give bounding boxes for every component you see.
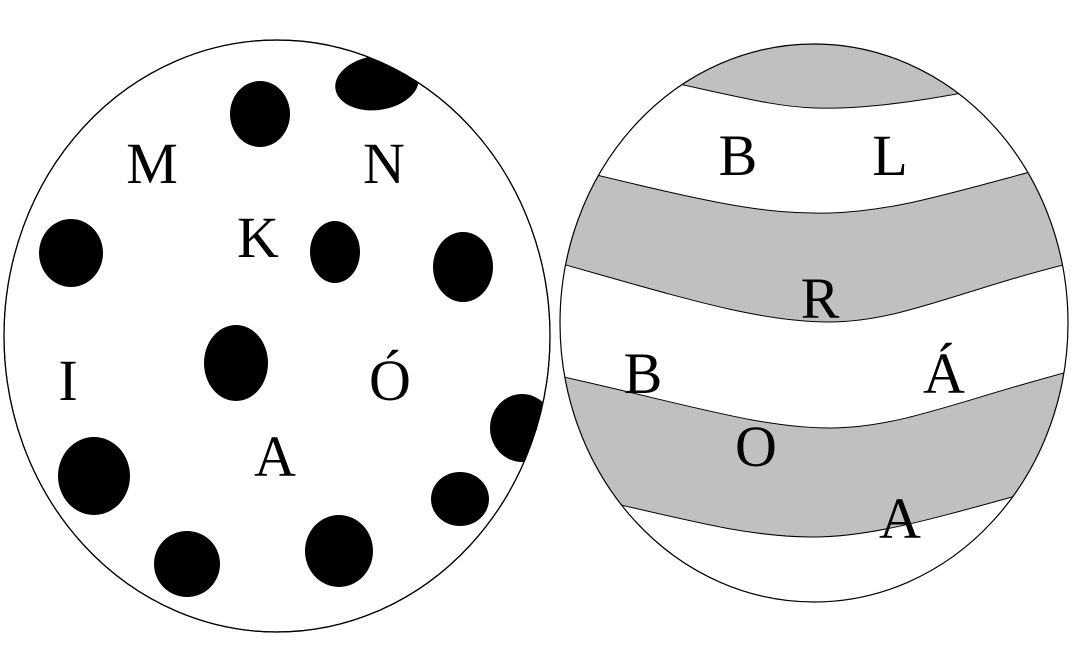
left-ball-dots	[39, 55, 550, 597]
right-letter-l: L	[872, 123, 907, 188]
left-letter-a: A	[254, 424, 296, 489]
left-letter-k: K	[237, 205, 279, 270]
left-letter-m: M	[126, 131, 178, 196]
left-ball: M N K I Ó A	[3, 39, 551, 633]
dot	[431, 472, 489, 526]
right-ball: B L R B Á O A	[559, 43, 1069, 603]
right-letter-o: O	[735, 414, 777, 479]
dot	[305, 515, 373, 587]
dot	[58, 437, 130, 515]
right-ball-outline	[559, 43, 1069, 603]
dot	[39, 219, 103, 287]
dot	[433, 232, 493, 302]
right-letter-b-top: B	[719, 123, 758, 188]
stripe-top	[560, 44, 1068, 109]
left-ball-outline-top	[3, 39, 551, 633]
stripe-bottom	[560, 369, 1068, 538]
left-letter-n: N	[363, 131, 405, 196]
dot	[154, 531, 220, 597]
left-letter-i: I	[58, 348, 77, 413]
right-letter-r: R	[801, 266, 840, 331]
right-letter-a: A	[879, 486, 921, 551]
stripe-middle	[560, 159, 1068, 323]
right-letter-b-mid: B	[624, 341, 663, 406]
left-letter-o-acute: Ó	[369, 348, 411, 413]
dot	[230, 81, 290, 147]
dot	[490, 394, 550, 462]
right-letter-a-acute: Á	[923, 341, 965, 406]
right-ball-stripes	[560, 44, 1068, 538]
dot	[204, 325, 268, 401]
dot	[310, 221, 360, 283]
